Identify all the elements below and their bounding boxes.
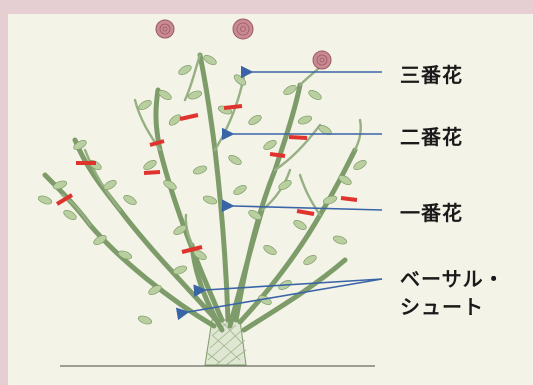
basal-shoot-label-line2: シュート (400, 295, 484, 319)
second-flower-label: 二番花 (400, 125, 463, 149)
prune-mark-icon (55, 104, 358, 254)
arrow-icon (175, 65, 383, 321)
stems (42, 52, 358, 333)
third-flower-label: 三番花 (400, 63, 463, 87)
diagram-panel (8, 14, 533, 385)
basal-shoot-label-line1: ベーサル・ (400, 267, 505, 291)
first-flower-label: 一番花 (400, 201, 463, 225)
rose-bloom-icon (155, 19, 175, 39)
rose-bloom-icon (232, 18, 254, 40)
rose-bloom-icon (312, 50, 332, 70)
